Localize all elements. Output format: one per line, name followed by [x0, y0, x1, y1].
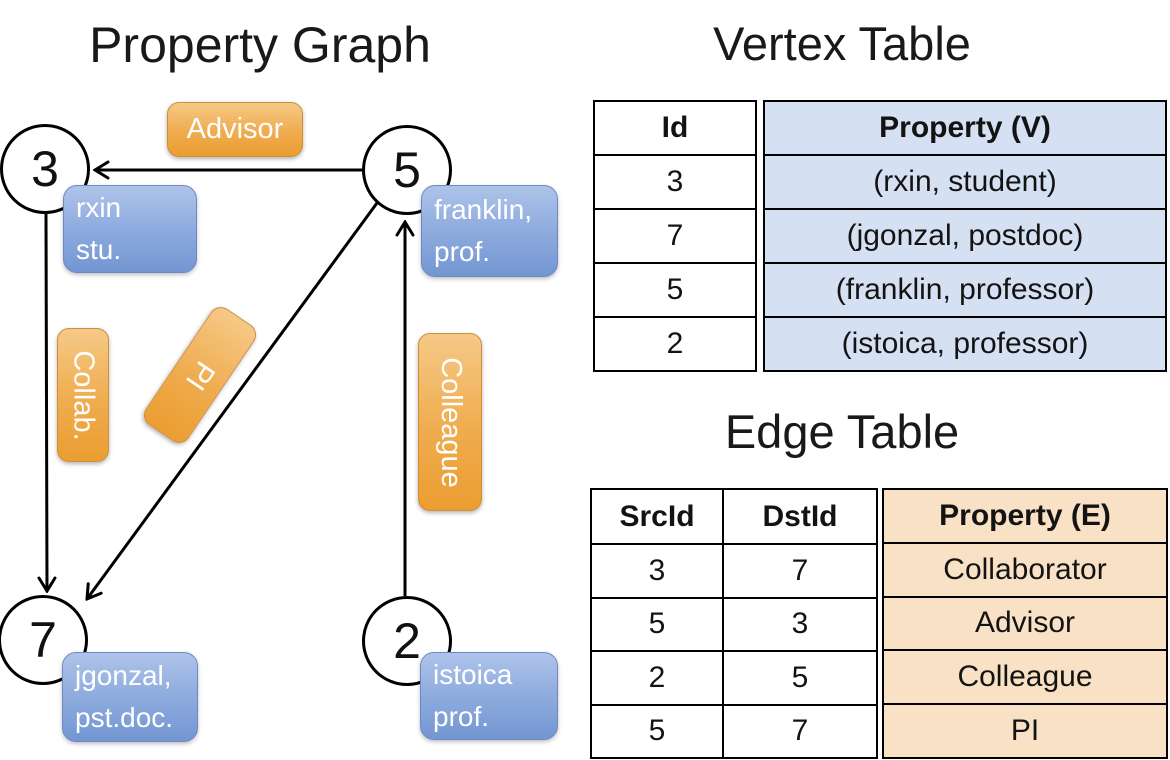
edge-row-1-src: 5: [592, 596, 722, 650]
edge-row-0-dst: 7: [722, 543, 876, 597]
node-7-property-line2: pst.doc.: [75, 702, 174, 733]
edge-label-collab: Collab.: [57, 328, 109, 462]
vertex-row-3-property: (istoica, professor): [765, 316, 1165, 370]
edge-row-1-dst: 3: [722, 596, 876, 651]
vertex-row-2-property: (franklin, professor): [765, 262, 1165, 316]
edge-row-3-property: PI: [884, 703, 1166, 757]
vertex-row-0-property: (rxin, student): [765, 154, 1165, 208]
node-7-property-box: jgonzal, pst.doc.: [62, 652, 198, 742]
edge-table-srcid-header: SrcId: [619, 499, 695, 533]
node-7-property-line1: jgonzal,: [75, 660, 172, 691]
edge-table-dstid-header: DstId: [722, 490, 876, 544]
edge-table-property-column: Property (E) Collaborator Advisor Collea…: [882, 488, 1168, 759]
node-3-property-box: rxin stu.: [63, 185, 197, 273]
node-3-property-line2: stu.: [76, 234, 122, 265]
edge-collab-arrow: [46, 213, 47, 591]
vertex-table-id-column: Id 3 7 5 2: [593, 100, 757, 372]
vertex-table-title: Vertex Table: [713, 17, 971, 70]
edge-label-advisor: Advisor: [167, 102, 303, 157]
vertex-table-property-column: Property (V) (rxin, student) (jgonzal, p…: [763, 100, 1167, 372]
edge-table-ids-columns: SrcId DstId 3 7 5 3 2 5 5 7: [590, 488, 878, 759]
node-3-id: 3: [31, 141, 59, 197]
node-5-property-line2: prof.: [434, 236, 491, 267]
edge-pi-arrow: [87, 202, 379, 599]
edge-table-title: Edge Table: [724, 405, 960, 458]
vertex-row-1-id: 7: [595, 208, 755, 262]
node-2-property-line2: prof.: [433, 701, 490, 732]
edge-label-pi-text: PI: [179, 354, 222, 396]
vertex-table: Id 3 7 5 2 Property (V) (rxin, student) …: [593, 100, 1167, 372]
vertex-row-3-id: 2: [595, 316, 755, 370]
edge-table: SrcId DstId 3 7 5 3 2 5 5 7 Property (E)…: [590, 488, 1168, 759]
edge-row-3-dst: 7: [722, 703, 876, 757]
edge-row-0-src: 3: [592, 543, 722, 596]
node-2-property-line1: istoica: [433, 659, 513, 690]
vertex-table-id-header: Id: [661, 111, 689, 144]
edge-table-property-header: Property (E): [939, 498, 1111, 532]
property-graph-title: Property Graph: [89, 17, 431, 73]
edge-row-3-src: 5: [592, 703, 722, 757]
node-5-property-box: franklin, prof.: [421, 185, 558, 277]
edge-row-2-dst: 5: [722, 650, 876, 704]
vertex-row-0-id: 3: [595, 154, 755, 208]
vertex-row-1-property: (jgonzal, postdoc): [765, 208, 1165, 262]
edge-label-colleague-text: Colleague: [434, 356, 467, 488]
edge-row-2-src: 2: [592, 650, 722, 703]
edge-row-1-property: Advisor: [884, 595, 1166, 650]
node-7-id: 7: [29, 612, 57, 668]
edge-label-advisor-text: Advisor: [186, 113, 284, 145]
edge-label-colleague: Colleague: [418, 333, 482, 511]
node-2-id: 2: [393, 613, 421, 669]
node-3-property-line1: rxin: [76, 192, 122, 223]
vertex-table-property-header: Property (V): [879, 111, 1051, 144]
vertex-row-2-id: 5: [595, 262, 755, 316]
edge-row-0-property: Collaborator: [884, 541, 1166, 596]
edge-label-collab-text: Collab.: [67, 349, 100, 441]
node-2-property-box: istoica prof.: [420, 652, 558, 740]
node-3: 3: [0, 124, 90, 214]
node-5-property-line1: franklin,: [434, 194, 533, 225]
node-5-id: 5: [393, 142, 421, 198]
edge-row-2-property: Colleague: [884, 649, 1166, 703]
